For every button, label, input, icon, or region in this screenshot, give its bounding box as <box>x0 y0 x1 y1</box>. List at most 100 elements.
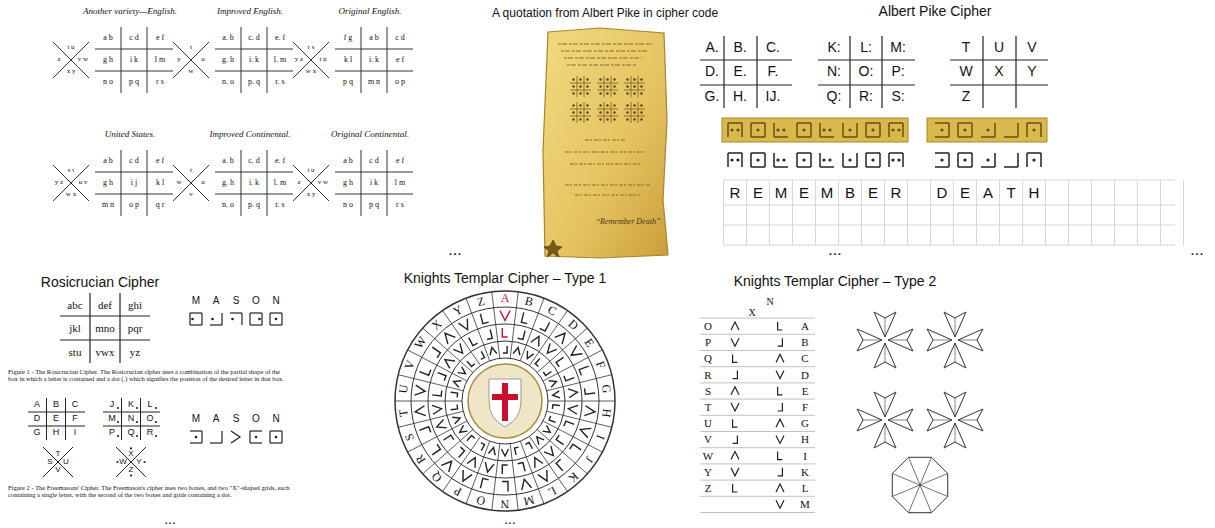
cipher-stroke <box>842 123 844 137</box>
plaintext-letter: M <box>821 185 834 202</box>
table-letter: H <box>801 433 809 445</box>
cipher-dot <box>986 128 989 131</box>
cipher-symbol <box>733 484 738 492</box>
parchment-quote: “Remember Death” <box>596 218 661 227</box>
shield <box>489 379 521 427</box>
cipher-dot <box>633 111 635 113</box>
wheel-symbol <box>450 392 457 397</box>
wheel-symbol <box>513 347 521 355</box>
cipher-dot <box>626 104 628 106</box>
x-line <box>116 447 146 477</box>
example-letter: O <box>252 295 260 306</box>
wheel-symbol <box>535 358 543 366</box>
cipher-dot <box>613 111 615 113</box>
wheel-symbol <box>543 425 553 435</box>
wheel-symbol <box>453 343 466 356</box>
cross-arm <box>944 343 966 368</box>
cipher-dot <box>579 85 581 87</box>
wheel-symbol <box>552 391 560 399</box>
wheel-symbol <box>441 458 455 472</box>
grid-letter: F <box>72 414 78 424</box>
cipher-dot <box>586 78 588 80</box>
cipher-stroke <box>810 153 812 167</box>
cross-arm-outline <box>958 409 983 431</box>
cipher-stroke <box>450 392 457 397</box>
cipher-dot <box>572 92 574 94</box>
cipher-key-letter: P: <box>891 64 904 79</box>
table-letter: N <box>766 296 773 307</box>
wheel-symbol <box>543 368 551 375</box>
cipher-stroke <box>452 415 461 424</box>
worksheet-line <box>999 180 1000 245</box>
cipher-stroke <box>543 368 551 375</box>
cipher-dot <box>117 435 119 437</box>
x-letter: V <box>55 466 60 475</box>
cipher-stroke <box>429 444 441 455</box>
cipher-dot <box>579 104 581 106</box>
wheel-ring <box>395 291 615 511</box>
cell-letters: r s <box>396 201 404 210</box>
wheel-symbol <box>544 446 557 459</box>
cipher-stroke <box>741 123 743 137</box>
cipher-stroke <box>210 442 222 443</box>
cell-letters: o p <box>395 78 405 87</box>
cross-arm-line <box>958 340 977 341</box>
x-letters: r s <box>308 44 315 52</box>
cipher-stroke <box>190 312 202 313</box>
wheel-symbol <box>556 435 566 445</box>
cell-letters: a b <box>103 157 113 166</box>
grid-letter: M <box>108 414 116 424</box>
cipher-dot <box>963 128 966 131</box>
worksheet-line <box>723 180 724 245</box>
cross-arm-line <box>885 398 886 417</box>
cipher-symbol <box>776 419 784 427</box>
cipher-dot <box>136 435 138 437</box>
wheel-divider <box>537 328 587 372</box>
cipher-dot <box>736 158 739 161</box>
example-letter: N <box>272 295 279 306</box>
grid-line <box>335 172 413 173</box>
example-letter: N <box>272 413 279 424</box>
grid-letters: yz <box>130 346 140 358</box>
cipher-dot <box>572 111 574 113</box>
cipher-dot <box>640 111 642 113</box>
octagon-spoke <box>920 474 948 485</box>
cipher-stroke <box>866 166 880 168</box>
cell-letters: i k <box>130 56 138 65</box>
wheel-symbol <box>483 462 494 473</box>
grid-letter: O <box>146 414 153 424</box>
x-letter: Z <box>129 466 134 475</box>
cipher-stroke <box>241 313 242 325</box>
cipher-stroke <box>419 427 430 436</box>
x-letters: t u <box>319 56 326 64</box>
example-letter: M <box>192 413 200 424</box>
cipher-symbol <box>778 468 783 476</box>
wheel-symbol <box>502 482 508 492</box>
cipher-dot <box>822 158 825 161</box>
grid-letter: H <box>53 428 60 438</box>
wheel-symbol <box>585 387 596 394</box>
cipher-stroke <box>189 313 190 325</box>
cipher-stroke <box>774 136 788 138</box>
wheel-symbol <box>429 444 441 455</box>
cipher-grid <box>597 83 618 84</box>
grid-line <box>215 194 293 195</box>
maltese-cross <box>927 312 983 368</box>
x-letter: U <box>63 458 69 467</box>
worksheet-line <box>884 180 885 245</box>
parchment-picture <box>543 28 668 258</box>
grid-line <box>28 412 85 413</box>
table-letter: T <box>705 401 712 413</box>
x-line <box>293 42 329 78</box>
script-line <box>561 50 647 51</box>
cipher-dot <box>633 118 635 120</box>
cipher-stroke <box>485 329 492 339</box>
cipher-dot <box>572 104 574 106</box>
cipher-stroke <box>731 403 739 411</box>
cipher-stroke <box>810 123 812 137</box>
cipher-stroke <box>478 443 485 451</box>
cipher-dot <box>599 92 601 94</box>
cipher-dot <box>586 92 588 94</box>
table-letter: U <box>704 417 712 429</box>
cell-letters: c d <box>395 34 405 43</box>
